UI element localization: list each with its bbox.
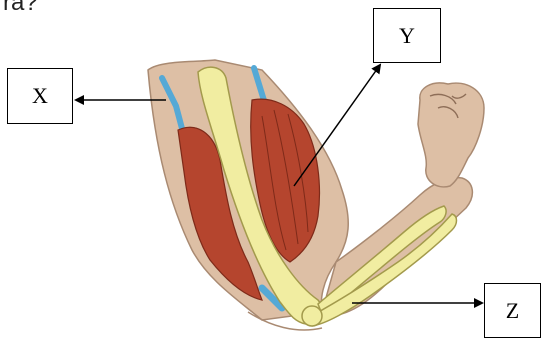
question-fragment: ra? xyxy=(3,0,38,15)
elbow-joint xyxy=(302,306,322,326)
label-box-x: X xyxy=(7,68,73,124)
label-box-z: Z xyxy=(484,283,541,338)
label-box-y: Y xyxy=(373,8,441,63)
